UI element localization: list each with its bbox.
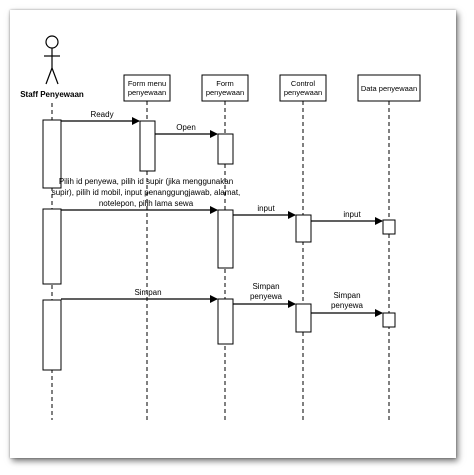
activation-form-menu (139, 120, 156, 172)
lifeline-label-form-menu-2: penyewaan (128, 88, 166, 97)
message-simpan-2-label-1: Simpan (252, 282, 279, 291)
lifeline-label-control-2: penyewaan (284, 88, 322, 97)
lifeline-box-data (357, 74, 421, 102)
activation-control-1 (295, 214, 312, 243)
message-pilih-label-1: Pilih id penyewa, pilih id supir (jika m… (59, 177, 233, 186)
activation-actor-2 (42, 208, 62, 285)
activation-data-1 (382, 219, 396, 235)
message-simpan-3-label-2: penyewa (331, 301, 364, 310)
actor-label: Staff Penyewaan (20, 90, 84, 99)
activation-form-2 (217, 209, 234, 269)
message-ready-label: Ready (90, 110, 113, 119)
message-simpan-3-label-1: Simpan (333, 291, 360, 300)
lifeline-label-control-1: Control (291, 79, 316, 88)
activation-actor-3 (42, 299, 62, 371)
lifeline-label-form-menu-1: Form menu (128, 79, 166, 88)
message-input-1-label: input (257, 204, 275, 213)
message-simpan-1-label: Simpan (134, 288, 161, 297)
activation-actor-1 (42, 119, 62, 189)
activation-form-1 (217, 133, 234, 165)
lifeline-label-form-1: Form (216, 79, 234, 88)
lifeline-label-data: Data penyewaan (361, 84, 417, 93)
lifeline-label-form-2: penyewaan (206, 88, 244, 97)
actor-figure (44, 35, 60, 85)
message-input-2-label: input (343, 210, 361, 219)
message-open-label: Open (176, 123, 196, 132)
activation-form-3 (217, 298, 234, 345)
message-pilih-label-2: supir), pilih id mobil, input penanggung… (52, 188, 241, 197)
lifeline-box-control (279, 74, 327, 102)
lifeline-box-form-menu (123, 74, 171, 102)
message-pilih-label-3: notelepon, pilih lama sewa (99, 199, 194, 208)
activation-control-2 (295, 303, 312, 333)
activation-data-2 (382, 312, 396, 328)
message-simpan-2-label-2: penyewa (250, 292, 283, 301)
